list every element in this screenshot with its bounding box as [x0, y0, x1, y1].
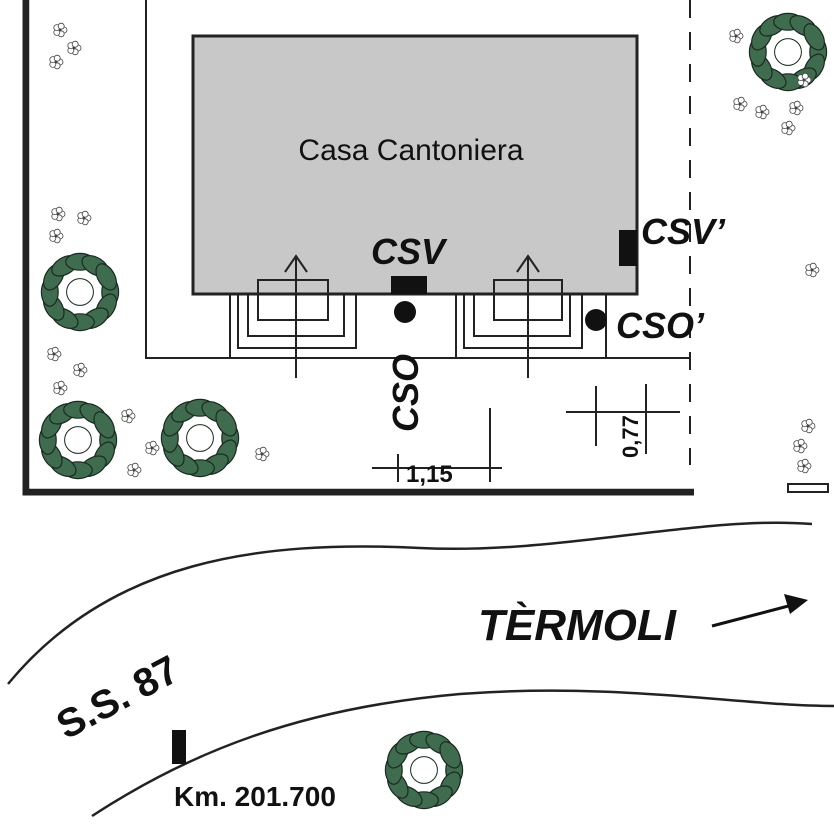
- flower-icon: [801, 418, 816, 434]
- flower-icon: [781, 120, 796, 136]
- property-wall: [22, 0, 829, 496]
- flower-icon: [755, 104, 770, 120]
- flower-icon: [51, 206, 66, 222]
- entrance-steps-right: [455, 254, 607, 378]
- measurement-vertical: [566, 384, 680, 454]
- flower-icon: [53, 380, 68, 396]
- csv-prime-label: CSV’: [641, 211, 726, 252]
- tree-icon: [40, 252, 120, 332]
- km-label: Km. 201.700: [174, 781, 336, 812]
- entrance-steps-left: [229, 254, 357, 378]
- cso-marker: [394, 301, 416, 323]
- flower-icon: [127, 462, 142, 478]
- building: [191, 34, 639, 296]
- flower-icon: [789, 100, 804, 116]
- km-marker: [172, 730, 186, 764]
- building-label: Casa Cantoniera: [298, 134, 523, 167]
- csv-prime-marker: [619, 230, 637, 266]
- tree-icon: [38, 400, 118, 480]
- tree-icon: [160, 398, 240, 478]
- tree-icon: [748, 12, 828, 92]
- flower-icon: [797, 458, 812, 474]
- flower-icon: [67, 40, 82, 56]
- flower-icon: [729, 28, 744, 44]
- flower-icon: [121, 408, 136, 424]
- cso-label: CSO: [385, 354, 426, 432]
- trees: [38, 12, 828, 810]
- flower-icon: [47, 346, 62, 362]
- tree-icon: [384, 730, 464, 810]
- cso-prime-label: CSO’: [616, 305, 705, 346]
- flower-icon: [49, 54, 64, 70]
- flower-icon: [797, 72, 812, 88]
- flower-icon: [145, 440, 160, 456]
- road-edge-bottom: [91, 689, 834, 818]
- direction-label: TÈRMOLI: [478, 600, 677, 650]
- csv-label: CSV: [371, 231, 448, 272]
- measurement-horizontal: [372, 408, 502, 482]
- flower-icon: [49, 228, 64, 244]
- csv-marker: [391, 276, 427, 294]
- measurement-horizontal-label: 1,15: [406, 461, 453, 488]
- flower-icon: [805, 262, 820, 278]
- flower-icon: [77, 210, 92, 226]
- road-edge-top: [7, 521, 813, 685]
- direction-arrow: [711, 594, 808, 628]
- flower-icon: [733, 96, 748, 112]
- flowers: [47, 22, 820, 478]
- measurement-vertical-label: 0,77: [618, 415, 643, 458]
- road-name: S.S. 87: [50, 648, 187, 748]
- flower-icon: [255, 446, 270, 462]
- flower-icon: [53, 22, 68, 38]
- cso-prime-marker: [585, 309, 607, 331]
- flower-icon: [73, 362, 88, 378]
- flower-icon: [793, 438, 808, 454]
- yard-outline: [145, 0, 690, 359]
